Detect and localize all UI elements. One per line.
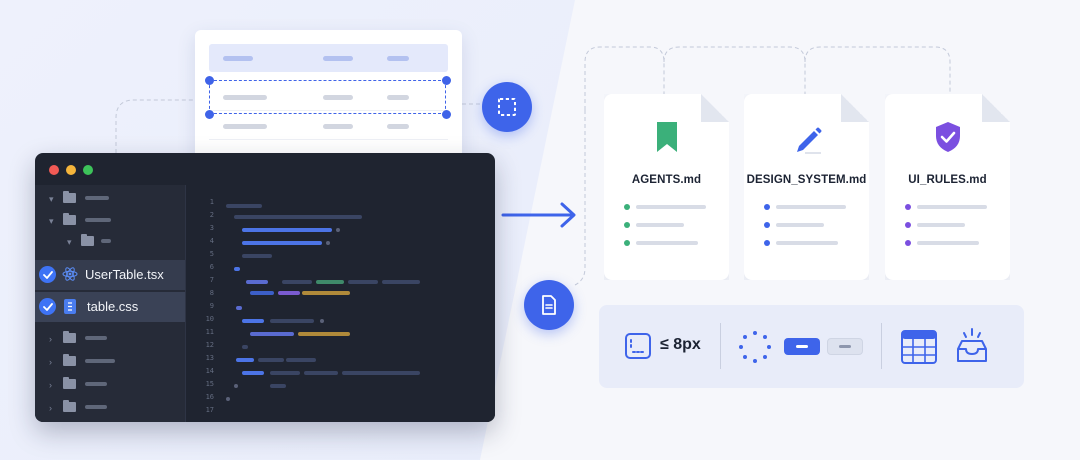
select-area-icon — [498, 98, 516, 116]
folder-row[interactable]: ▾ — [35, 207, 185, 237]
spacing-label: ≤ 8px — [660, 336, 701, 353]
check-icon — [39, 266, 56, 283]
chevron-down-icon: ▾ — [49, 194, 54, 204]
folder-row[interactable]: › — [35, 371, 185, 401]
chevron-right-icon: › — [49, 334, 52, 344]
document-button[interactable] — [524, 280, 574, 330]
table-header-row — [209, 44, 448, 72]
minimize-dot[interactable] — [66, 165, 76, 175]
folder-icon — [63, 400, 76, 412]
rules-panel: ≤ 8px — [599, 305, 1024, 388]
selection-handle[interactable] — [205, 110, 214, 119]
folder-icon — [81, 234, 94, 246]
close-dot[interactable] — [49, 165, 59, 175]
line-number: 3 — [209, 224, 214, 232]
file-row-usertable[interactable]: UserTable.tsx — [35, 260, 185, 290]
file-label: table.css — [87, 299, 139, 314]
line-number: 10 — [205, 315, 214, 323]
folder-row[interactable]: › — [35, 325, 185, 355]
line-number: 13 — [205, 354, 214, 362]
table-row — [209, 83, 448, 111]
line-number: 16 — [205, 393, 214, 401]
divider — [881, 323, 882, 369]
line-number: 9 — [209, 302, 214, 310]
folder-row[interactable]: › — [35, 394, 185, 422]
code-editor-window: ▾ ▾ ▾ — [35, 153, 495, 422]
chevron-right-icon: › — [49, 403, 52, 413]
selection-box[interactable] — [209, 80, 446, 114]
chevron-right-icon: › — [49, 380, 52, 390]
line-number: 12 — [205, 341, 214, 349]
select-area-button[interactable] — [482, 82, 532, 132]
folder-icon — [63, 377, 76, 389]
folder-row[interactable]: ▾ — [35, 185, 185, 215]
doc-card-design-system[interactable]: DESIGN_SYSTEM.md — [744, 94, 869, 280]
line-number: 11 — [205, 328, 214, 336]
doc-title: UI_RULES.md — [908, 174, 987, 186]
line-number: 15 — [205, 380, 214, 388]
doc-title: AGENTS.md — [631, 174, 702, 186]
selection-handle[interactable] — [205, 76, 214, 85]
chevron-down-icon: ▾ — [67, 237, 72, 247]
file-explorer: ▾ ▾ ▾ — [35, 185, 185, 422]
selection-handle[interactable] — [442, 76, 451, 85]
primary-button-sample — [784, 338, 820, 355]
shield-check-icon — [885, 120, 1010, 154]
document-icon — [542, 295, 556, 315]
divider — [720, 323, 721, 369]
line-number: 17 — [205, 406, 214, 414]
loading-spinner-icon — [738, 330, 772, 369]
line-number: 1 — [209, 198, 214, 206]
folder-row[interactable]: › — [35, 348, 185, 378]
folder-icon — [63, 354, 76, 366]
line-number: 8 — [209, 289, 214, 297]
table-row — [209, 112, 448, 140]
selection-handle[interactable] — [442, 110, 451, 119]
pencil-icon — [744, 120, 869, 154]
file-row-table-css[interactable]: table.css — [35, 292, 185, 322]
folder-row[interactable]: ▾ — [35, 228, 185, 258]
title-bar — [35, 153, 495, 185]
line-number: 7 — [209, 276, 214, 284]
secondary-button-sample — [827, 338, 863, 355]
table-icon — [901, 330, 937, 369]
line-number: 5 — [209, 250, 214, 258]
chevron-right-icon: › — [49, 357, 52, 367]
arrow-icon — [501, 202, 576, 228]
doc-card-agents[interactable]: AGENTS.md — [604, 94, 729, 280]
spacing-icon — [624, 332, 652, 365]
react-icon — [62, 266, 78, 287]
bookmark-icon — [604, 120, 729, 154]
line-number: 14 — [205, 367, 214, 375]
folder-icon — [63, 191, 76, 203]
folder-icon — [63, 213, 76, 225]
line-number: 4 — [209, 237, 214, 245]
line-number: 6 — [209, 263, 214, 271]
doc-card-ui-rules[interactable]: UI_RULES.md — [885, 94, 1010, 280]
folder-icon — [63, 331, 76, 343]
check-icon — [39, 298, 56, 315]
empty-inbox-icon — [954, 327, 990, 370]
doc-title: DESIGN_SYSTEM.md — [746, 174, 867, 186]
chevron-down-icon: ▾ — [49, 216, 54, 226]
line-number: 2 — [209, 211, 214, 219]
maximize-dot[interactable] — [83, 165, 93, 175]
css-file-icon — [64, 299, 76, 319]
file-label: UserTable.tsx — [85, 267, 164, 282]
